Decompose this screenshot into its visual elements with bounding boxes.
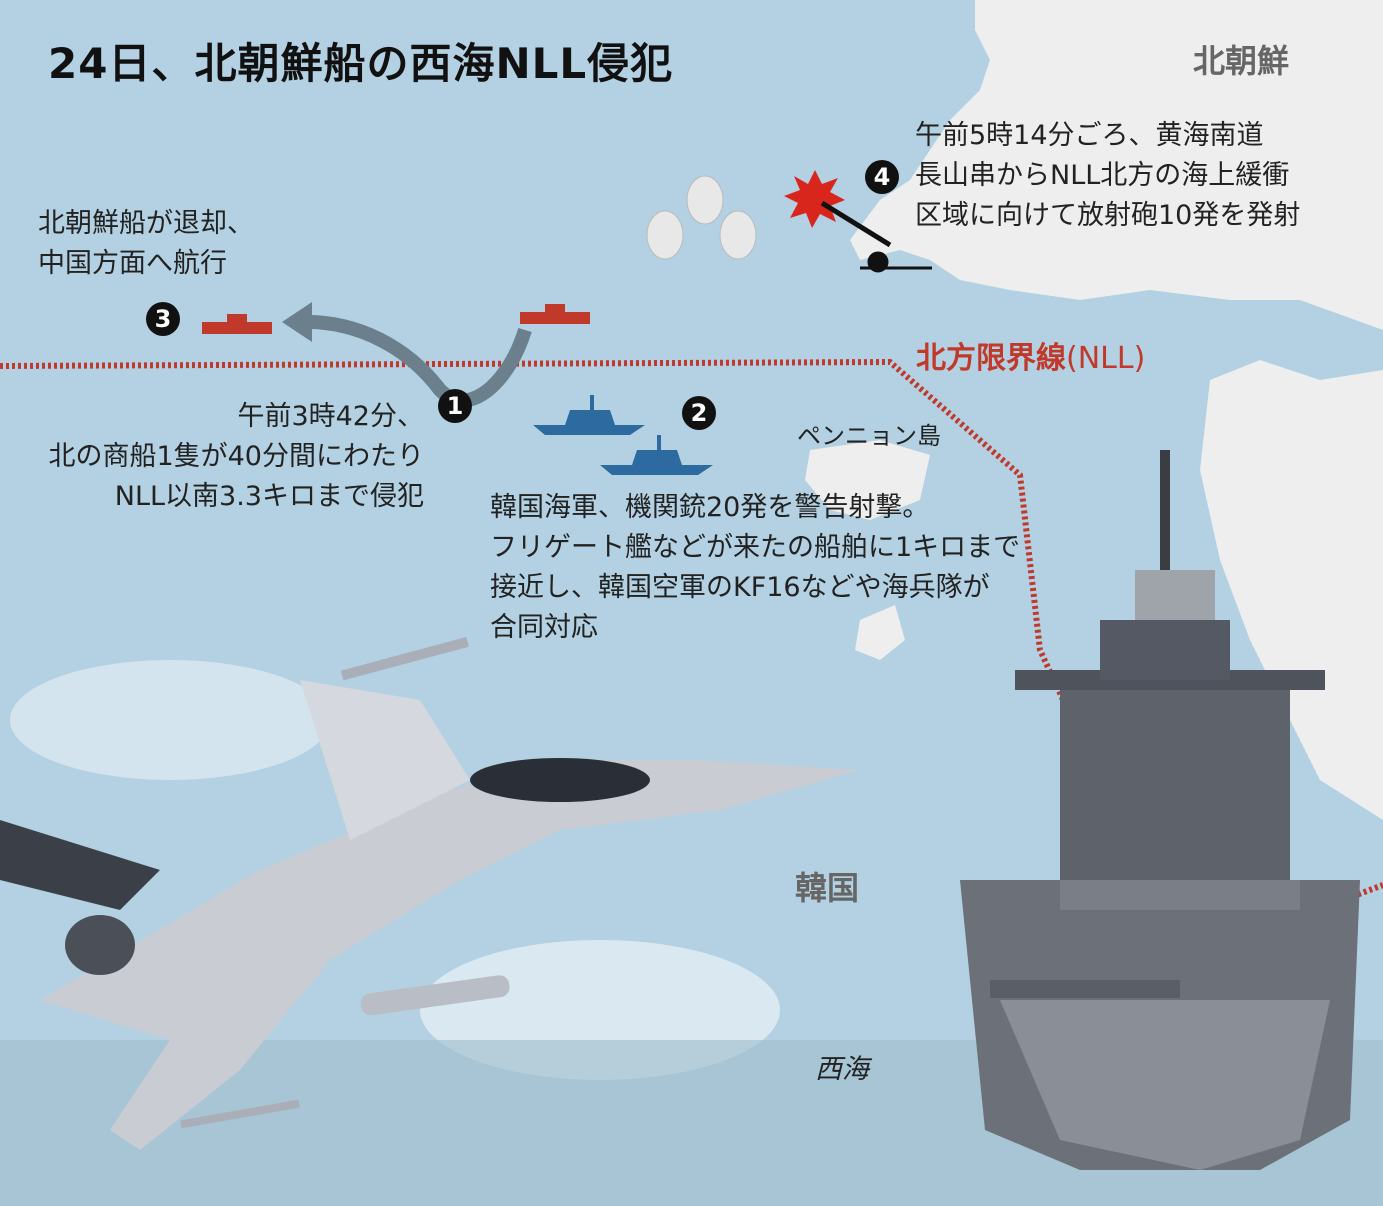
- nk-ship-icon: [545, 304, 565, 313]
- event-2-line: フリゲート艦などが来たの船舶に1キロまで: [490, 532, 1021, 563]
- event-4-badge: 4: [865, 160, 899, 194]
- event-3-line: 北朝鮮船が退却、: [38, 208, 254, 239]
- north-korea-land: [850, 0, 1383, 330]
- event-2-badge: 2: [682, 396, 716, 430]
- explosion-icon: [784, 170, 845, 228]
- event-2-text: 韓国海軍、機関銃20発を警告射撃。 フリゲート艦などが来たの船舶に1キロまで 接…: [490, 488, 1020, 648]
- warship-image: [960, 450, 1360, 1170]
- sk-ship-icon: [600, 435, 713, 475]
- event-4-line: 長山串からNLL北方の海上緩衝: [915, 160, 1290, 191]
- nk-ship-icon: [520, 312, 590, 324]
- nll-label-main: 北方限界線: [916, 341, 1066, 376]
- artillery-icon: [820, 200, 932, 273]
- coast-east: [1200, 360, 1383, 820]
- baengnyeong-island: [805, 440, 930, 520]
- smoke-icon: [646, 175, 757, 260]
- event-1-text: 午前3時42分、 北の商船1隻が40分間にわたり NLL以南3.3キロまで侵犯: [48, 397, 424, 517]
- event-3-text: 北朝鮮船が退却、 中国方面へ航行: [38, 204, 254, 284]
- route-arrowhead: [282, 302, 312, 342]
- region-north-korea: 北朝鮮: [1193, 42, 1290, 80]
- event-2-line: 韓国海軍、機関銃20発を警告射撃。: [490, 492, 930, 523]
- event-3-line: 中国方面へ航行: [38, 248, 227, 279]
- nk-ship-icon: [227, 314, 247, 323]
- region-west-sea: 西海: [815, 1054, 869, 1085]
- cloud: [10, 660, 330, 780]
- sk-ship-icon: [533, 395, 645, 435]
- fighter-jet-image: [0, 637, 860, 1150]
- event-4-text: 午前5時14分ごろ、黄海南道 長山串からNLL北方の海上緩衝 区域に向けて放射砲…: [915, 116, 1300, 236]
- page-title: 24日、北朝鮮船の西海NLL侵犯: [48, 39, 674, 88]
- small-island: [855, 605, 905, 660]
- route-arrow: [299, 314, 532, 408]
- island-label: ペンニョン島: [797, 422, 941, 450]
- nk-ship-icon: [202, 322, 272, 334]
- event-4-line: 区域に向けて放射砲10発を発射: [915, 200, 1301, 231]
- nll-label-abbr: (NLL): [1066, 341, 1146, 376]
- event-3-badge: 3: [146, 302, 180, 336]
- region-south-korea: 韓国: [795, 869, 860, 907]
- event-1-line: 午前3時42分、: [237, 401, 424, 432]
- event-1-line: NLL以南3.3キロまで侵犯: [114, 481, 424, 512]
- event-2-line: 合同対応: [490, 612, 598, 643]
- nll-label: 北方限界線(NLL): [916, 333, 1145, 377]
- event-4-line: 午前5時14分ごろ、黄海南道: [915, 120, 1264, 151]
- cockpit: [470, 758, 650, 802]
- event-2-line: 接近し、韓国空軍のKF16などや海兵隊が: [490, 572, 990, 603]
- event-1-line: 北の商船1隻が40分間にわたり: [48, 441, 424, 472]
- event-1-badge: 1: [438, 389, 472, 423]
